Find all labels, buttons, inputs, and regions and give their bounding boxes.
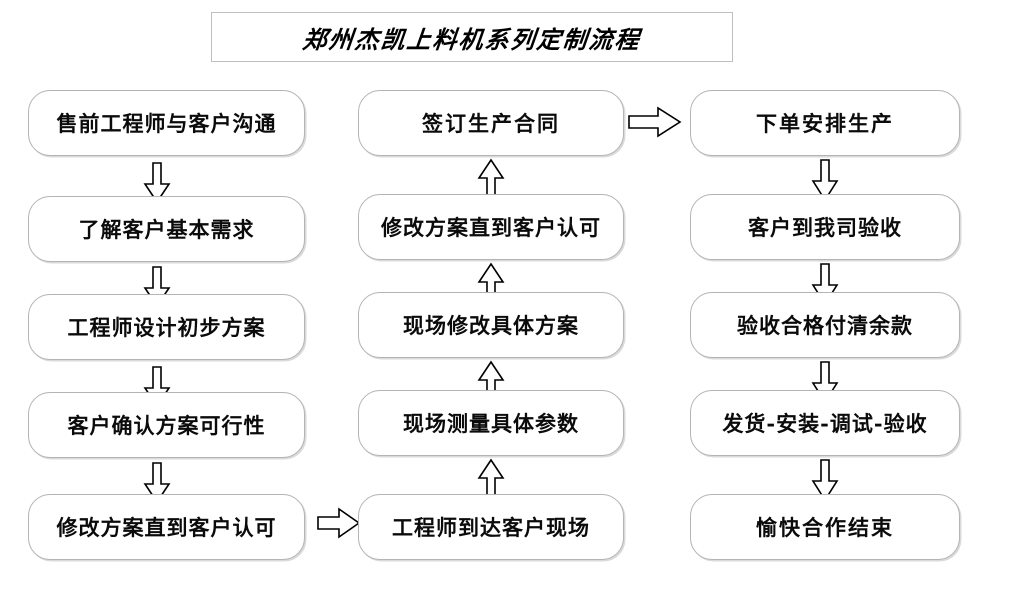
arrow-down-icon [811, 458, 839, 502]
arrow-down-icon [143, 462, 171, 504]
chart-title: 郑州杰凯上料机系列定制流程 [301, 24, 643, 54]
node-sign-production-contract[interactable]: 签订生产合同 [358, 90, 624, 156]
node-engineer-arrives-onsite[interactable]: 工程师到达客户现场 [358, 494, 624, 560]
node-label: 工程师到达客户现场 [392, 514, 590, 540]
node-onsite-measurement[interactable]: 现场测量具体参数 [358, 390, 624, 456]
node-label: 售前工程师与客户沟通 [56, 110, 277, 136]
node-place-order-schedule-production[interactable]: 下单安排生产 [690, 90, 960, 156]
node-label: 下单安排生产 [756, 110, 894, 136]
arrow-right-icon [317, 507, 361, 539]
node-preliminary-design[interactable]: 工程师设计初步方案 [28, 294, 305, 360]
node-onsite-plan-revision[interactable]: 现场修改具体方案 [358, 292, 624, 358]
node-label: 客户到我司验收 [748, 214, 902, 240]
node-label: 发货-安装-调试-验收 [722, 410, 928, 436]
node-pre-sales-communication[interactable]: 售前工程师与客户沟通 [28, 90, 305, 156]
arrow-right-icon [628, 106, 682, 138]
node-label: 签订生产合同 [422, 110, 560, 136]
node-label: 工程师设计初步方案 [67, 314, 266, 340]
node-pleasant-cooperation-end[interactable]: 愉快合作结束 [690, 494, 960, 560]
node-label: 现场修改具体方案 [403, 312, 579, 338]
node-label: 修改方案直到客户认可 [381, 214, 601, 240]
node-label: 愉快合作结束 [756, 514, 894, 540]
node-understand-requirements[interactable]: 了解客户基本需求 [28, 196, 305, 262]
node-customer-confirms-feasibility[interactable]: 客户确认方案可行性 [28, 392, 305, 458]
arrow-down-icon [143, 162, 171, 204]
node-label: 修改方案直到客户认可 [56, 514, 277, 540]
node-revise-until-approved-left[interactable]: 修改方案直到客户认可 [28, 494, 305, 560]
node-customer-inspection-at-factory[interactable]: 客户到我司验收 [690, 194, 960, 260]
node-ship-install-debug-accept[interactable]: 发货-安装-调试-验收 [690, 390, 960, 456]
chart-title-box: 郑州杰凯上料机系列定制流程 [211, 12, 733, 62]
node-label: 验收合格付清余款 [737, 312, 913, 338]
node-label: 现场测量具体参数 [403, 410, 579, 436]
node-label: 了解客户基本需求 [78, 216, 255, 242]
node-pay-balance-after-acceptance[interactable]: 验收合格付清余款 [690, 292, 960, 358]
node-revise-until-approved-middle[interactable]: 修改方案直到客户认可 [358, 194, 624, 260]
arrow-down-icon [811, 158, 839, 202]
node-label: 客户确认方案可行性 [67, 412, 266, 438]
